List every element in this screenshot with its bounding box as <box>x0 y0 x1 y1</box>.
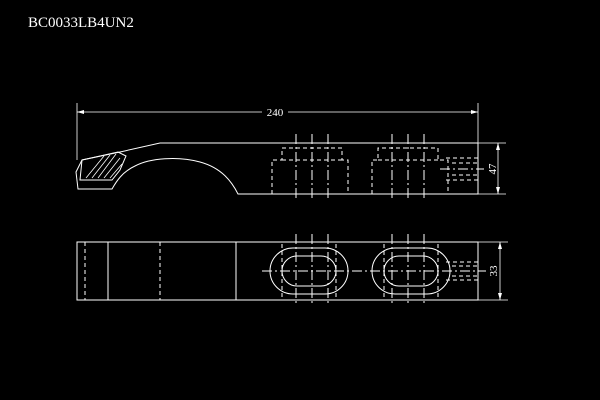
side-profile-outline <box>75 142 479 195</box>
plan-end-thread <box>446 261 478 281</box>
plan-outline <box>76 241 479 301</box>
width-dimension: 33 <box>478 241 508 301</box>
height-dimension-text: 47 <box>487 163 499 175</box>
length-dimension: 240 <box>76 103 479 160</box>
side-hidden-slots <box>271 147 449 194</box>
side-end-thread <box>440 157 484 181</box>
side-hole-centerlines <box>295 134 425 200</box>
plan-centerlines <box>262 234 486 306</box>
plan-view: 33 <box>76 234 508 306</box>
plan-section-lines <box>84 242 237 300</box>
height-dimension: 47 <box>478 142 506 195</box>
side-view: 240 <box>75 103 506 200</box>
width-dimension-text: 33 <box>488 265 500 277</box>
length-dimension-text: 240 <box>267 107 284 119</box>
part-number-label: BC0033LB4UN2 <box>28 15 134 31</box>
